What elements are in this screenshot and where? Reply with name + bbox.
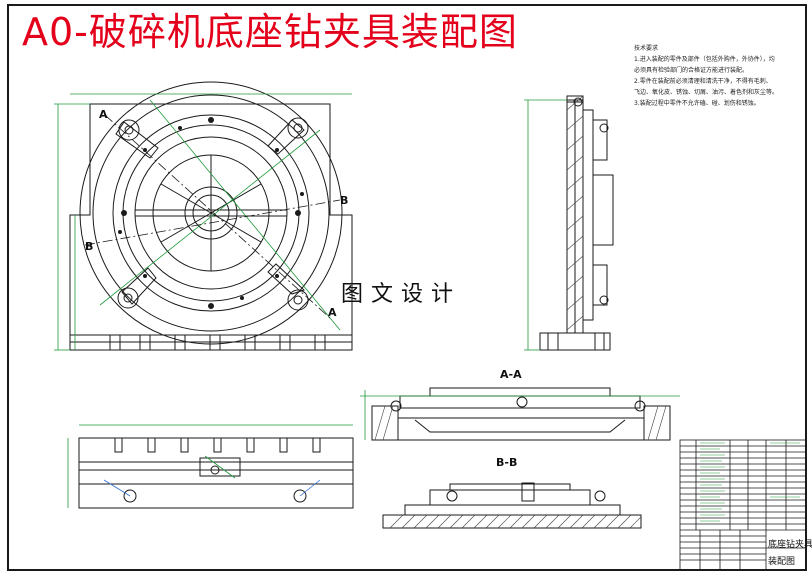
section-aa	[360, 387, 680, 441]
title-block-drawing-type: 装配图	[768, 557, 796, 567]
drawing-title: A0-破碎机底座钻夹具装配图	[22, 10, 518, 54]
side-view	[524, 95, 614, 351]
sheet-border	[7, 4, 807, 571]
section-bb-label: B-B	[496, 456, 518, 469]
section-marker-b-right: B	[340, 194, 349, 207]
requirements-heading: 技术要求	[634, 45, 659, 52]
plan-view	[54, 81, 353, 351]
requirement-line: 1.进入装配的零件及部件（包括外购件，外协件），均	[634, 56, 775, 63]
requirement-line: 必须具有检验部门的合格证方能进行装配。	[634, 67, 749, 74]
requirement-line: 飞边、氧化皮、锈蚀、切屑、油污、着色剂和灰尘等。	[634, 89, 779, 96]
bottom-view	[67, 424, 354, 509]
section-marker-b-left: B	[85, 240, 94, 253]
section-marker-a-right: A	[328, 306, 337, 319]
title-block-name: 底座钻夹具	[768, 540, 812, 550]
clamp-top-right	[267, 117, 309, 155]
requirement-line: 2.零件在装配前必须清理和清洗干净，不得有毛刺、	[634, 78, 772, 85]
title-block	[679, 439, 807, 571]
requirement-line: 3.装配过程中零件不允许磕、碰、划伤和锈蚀。	[634, 100, 760, 107]
clamp-bottom-right	[267, 263, 309, 311]
clamp-top-left	[115, 119, 159, 159]
section-bb	[382, 482, 642, 529]
technical-requirements: 技术要求 1.进入装配的零件及部件（包括外购件，外协件），均 必须具有检验部门的…	[634, 43, 784, 109]
section-marker-a-left: A	[99, 108, 108, 121]
clamp-bottom-left	[117, 267, 157, 309]
watermark-text: 图文设计	[341, 282, 462, 307]
section-aa-label: A-A	[500, 368, 522, 381]
